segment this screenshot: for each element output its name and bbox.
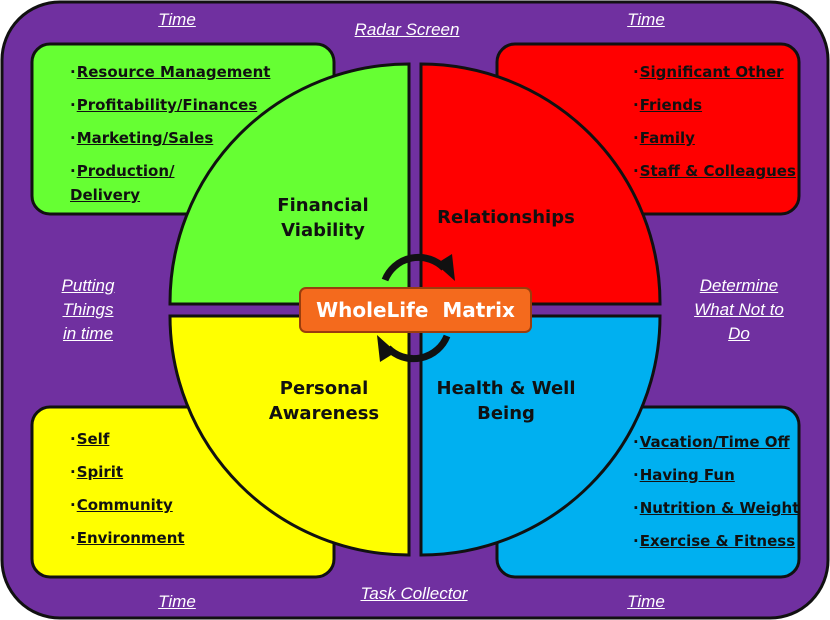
personal-list-item: ·Spirit — [70, 462, 185, 482]
bullet-icon: · — [70, 63, 76, 81]
bullet-icon: · — [633, 63, 639, 81]
edge-label-left-line-3: in time — [62, 324, 114, 343]
bullet-icon: · — [70, 463, 76, 481]
financial-item-text: Profitability/Finances — [76, 96, 258, 114]
bullet-icon: · — [633, 433, 639, 451]
edge-label-left-line-1: Putting — [61, 276, 115, 295]
bullet-icon: · — [70, 430, 76, 448]
financial-list-item: ·Marketing/Sales — [70, 128, 270, 148]
personal-list: ·Self ·Spirit ·Community ·Environment — [70, 429, 185, 561]
center-title: WholeLife Matrix — [316, 298, 515, 322]
relationships-item-text: Friends — [639, 96, 703, 114]
personal-item-text: Environment — [76, 529, 185, 547]
circular-arrows-icon — [381, 253, 451, 363]
personal-label-line-2: Awareness — [268, 403, 380, 424]
financial-item-text: Delivery — [70, 186, 141, 204]
edge-label-right-line-2: What Not to — [694, 300, 784, 319]
financial-label-line-2: Viability — [281, 220, 365, 241]
financial-list-item: ·Resource Management — [70, 62, 270, 82]
arrowhead-bottom-icon — [377, 335, 396, 362]
bullet-icon: · — [70, 496, 76, 514]
financial-list: ·Resource Management ·Profitability/Fina… — [70, 62, 270, 205]
financial-list-item: ·Profitability/Finances — [70, 95, 270, 115]
financial-quadrant-label: Financial Viability — [233, 193, 413, 243]
bullet-icon: · — [633, 499, 639, 517]
edge-label-bottom-center: Task Collector — [360, 584, 468, 603]
edge-label-right: Determine What Not to Do — [679, 274, 799, 346]
health-label-line-1: Health & Well — [436, 378, 576, 399]
relationships-label-line-1: Relationships — [437, 207, 575, 228]
financial-list-item: ·Production/ — [70, 161, 270, 181]
personal-item-text: Self — [76, 430, 110, 448]
health-label-line-2: Being — [477, 403, 535, 424]
financial-label-line-1: Financial — [277, 195, 369, 216]
edge-label-left: Putting Things in time — [36, 274, 140, 346]
edge-label-bottom-left: Time — [158, 592, 196, 611]
relationships-list-item: ·Significant Other — [633, 62, 796, 82]
personal-list-item: ·Environment — [70, 528, 185, 548]
health-item-text: Exercise & Fitness — [639, 532, 796, 550]
bullet-icon: · — [70, 529, 76, 547]
financial-list-item-continued: Delivery — [70, 185, 270, 205]
edge-label-left-line-2: Things — [62, 300, 114, 319]
bullet-icon: · — [633, 129, 639, 147]
health-quadrant-label: Health & Well Being — [416, 376, 596, 426]
relationships-list: ·Significant Other ·Friends ·Family ·Sta… — [633, 62, 796, 194]
health-list-item: ·Having Fun — [633, 465, 799, 485]
personal-quadrant — [168, 314, 411, 557]
personal-quadrant-label: Personal Awareness — [234, 376, 414, 426]
financial-item-text: Production/ — [76, 162, 175, 180]
edge-label-bottom-right: Time — [627, 592, 665, 611]
health-item-text: Nutrition & Weight — [639, 499, 800, 517]
bullet-icon: · — [70, 129, 76, 147]
health-item-text: Vacation/Time Off — [639, 433, 790, 451]
bullet-icon: · — [633, 532, 639, 550]
personal-item-text: Spirit — [76, 463, 124, 481]
financial-item-text: Resource Management — [76, 63, 271, 81]
relationships-quadrant-label: Relationships — [420, 205, 592, 230]
relationships-list-item: ·Staff & Colleagues — [633, 161, 796, 181]
arrowhead-top-icon — [436, 254, 455, 281]
bullet-icon: · — [633, 162, 639, 180]
relationships-item-text: Staff & Colleagues — [639, 162, 796, 180]
personal-list-item: ·Community — [70, 495, 185, 515]
health-quadrant — [419, 314, 662, 557]
bullet-icon: · — [633, 96, 639, 114]
edge-label-right-line-1: Determine — [699, 276, 779, 295]
bullet-icon: · — [70, 162, 76, 180]
bullet-icon: · — [633, 466, 639, 484]
financial-item-text: Marketing/Sales — [76, 129, 214, 147]
relationships-quadrant — [419, 62, 662, 306]
relationships-item-text: Family — [639, 129, 695, 147]
relationships-list-item: ·Family — [633, 128, 796, 148]
bullet-icon: · — [70, 96, 76, 114]
personal-label-line-1: Personal — [279, 378, 369, 399]
edge-label-top-left: Time — [158, 10, 196, 29]
health-list-item: ·Nutrition & Weight — [633, 498, 799, 518]
personal-item-text: Community — [76, 496, 173, 514]
edge-label-top-center: Radar Screen — [354, 20, 460, 39]
edge-label-right-line-3: Do — [728, 324, 750, 343]
personal-list-item: ·Self — [70, 429, 185, 449]
health-item-text: Having Fun — [639, 466, 735, 484]
relationships-list-item: ·Friends — [633, 95, 796, 115]
edge-label-top-right: Time — [627, 10, 665, 29]
center-title-box: WholeLife Matrix — [299, 287, 532, 333]
health-list-item: ·Exercise & Fitness — [633, 531, 799, 551]
relationships-item-text: Significant Other — [639, 63, 784, 81]
financial-quadrant — [168, 62, 411, 306]
health-list-item: ·Vacation/Time Off — [633, 432, 799, 452]
health-list: ·Vacation/Time Off ·Having Fun ·Nutritio… — [633, 432, 799, 564]
